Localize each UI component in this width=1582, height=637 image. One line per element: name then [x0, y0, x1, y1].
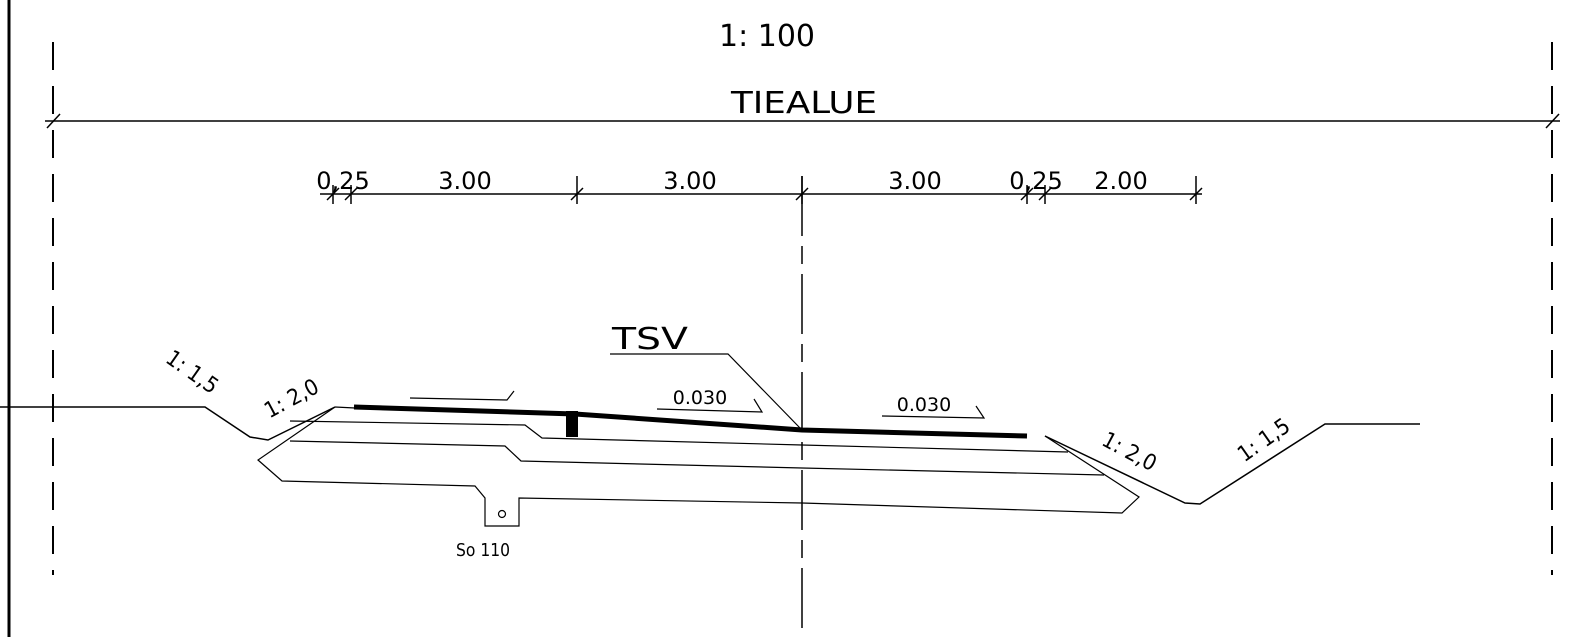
cross-fall-right: 0.030: [881, 394, 986, 419]
dim-left-lane-inner: 3.00: [663, 167, 716, 195]
lane-dimension-chain: 0,25 3.00 3.00 3.00 0,25 2.00: [316, 167, 1203, 204]
ground-line-right: [1044, 423, 1420, 505]
cross-fall-left-value: 0.030: [673, 387, 727, 409]
base-layer-top: [334, 406, 356, 409]
ground-line-left: [0, 406, 336, 441]
base-layer-1: [289, 420, 1069, 453]
drain-pipe-symbol: [497, 509, 507, 519]
cross-fall-left: 0.030: [656, 387, 764, 413]
cross-fall-arrow-left-lane: [409, 390, 515, 401]
dim-right-shoulder: 2.00: [1094, 167, 1147, 195]
subbase-outline: [257, 406, 1140, 527]
drain-label: So 110: [456, 540, 510, 561]
cross-fall-right-value: 0.030: [897, 394, 951, 416]
slope-right-outer: 1: 1,5: [1233, 414, 1295, 468]
dim-right-edge: 0,25: [1009, 167, 1062, 195]
dim-right-lane: 3.00: [888, 167, 941, 195]
pavement-surface: [353, 404, 1028, 439]
curb-block: [566, 411, 578, 437]
slope-left-inner: 1: 2,0: [260, 375, 323, 424]
dim-left-lane-outer: 3.00: [438, 167, 491, 195]
dim-left-edge: 0,25: [316, 167, 369, 195]
road-area-label: TIEALUE: [730, 86, 877, 121]
slope-left-outer: 1: 1,5: [161, 346, 223, 400]
tsv-leader: TSV: [610, 322, 801, 429]
tsv-label: TSV: [611, 322, 689, 357]
base-layer-2: [289, 440, 1105, 476]
scale-label: 1: 100: [719, 19, 815, 54]
slope-right-inner: 1: 2,0: [1098, 428, 1161, 477]
road-area-dimension: TIEALUE: [45, 86, 1560, 129]
